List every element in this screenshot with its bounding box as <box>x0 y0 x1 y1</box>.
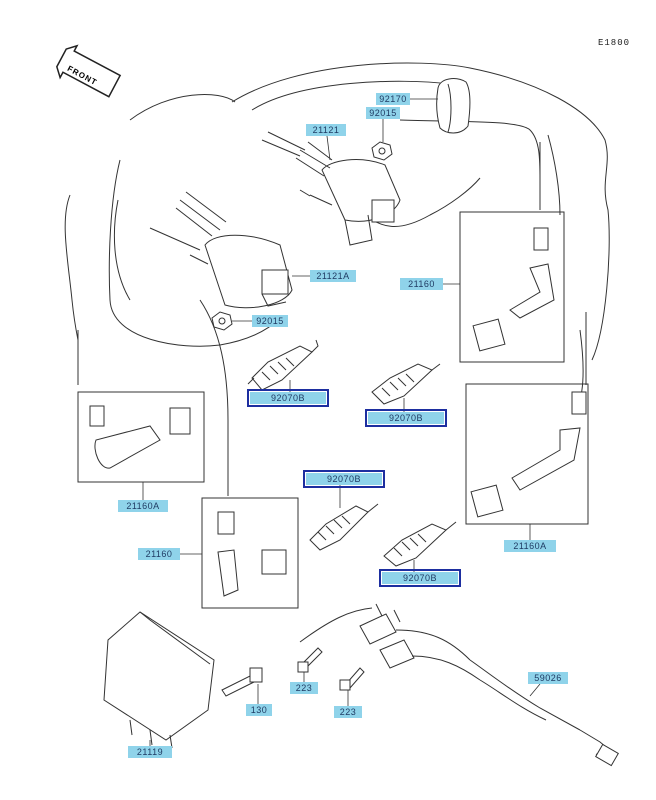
part-label-21160-right[interactable]: 21160 <box>400 278 443 290</box>
part-label-92070b-lower[interactable]: 92070B <box>379 569 461 587</box>
bolt-130 <box>221 667 263 697</box>
pickup-coil-harness <box>299 603 619 767</box>
part-label-21160a-right[interactable]: 21160A <box>504 540 556 552</box>
part-label-223-left[interactable]: 223 <box>290 682 318 694</box>
part-label-130[interactable]: 130 <box>246 704 272 716</box>
plug-cap-left <box>77 330 205 483</box>
plug-cap-right-lower <box>465 312 589 525</box>
part-label-21121[interactable]: 21121 <box>306 124 346 136</box>
bolt-223-right <box>339 667 365 691</box>
part-label-21121a[interactable]: 21121A <box>310 270 356 282</box>
outline-main <box>231 62 610 361</box>
ignition-coil-upper <box>261 131 401 246</box>
front-arrow <box>56 44 122 98</box>
wire-center <box>199 299 229 440</box>
spark-plug-lower <box>383 521 457 567</box>
part-label-92070b-left[interactable]: 92070B <box>247 389 329 407</box>
nut-top <box>371 141 393 161</box>
nut-middle <box>211 311 233 331</box>
clamp-92170 <box>436 78 471 134</box>
wire-left <box>64 194 79 341</box>
part-label-223-right[interactable]: 223 <box>334 706 362 718</box>
plug-cap-lower-center <box>201 440 299 609</box>
outline-coil-left <box>113 94 236 301</box>
part-label-21119[interactable]: 21119 <box>128 746 172 758</box>
diagram-code: E1800 <box>598 38 631 48</box>
spark-plug-center <box>371 363 441 405</box>
ignition-coil-lower <box>149 191 293 309</box>
outline-left <box>108 159 281 347</box>
part-label-21160-lower[interactable]: 21160 <box>138 548 180 560</box>
part-label-92015-mid[interactable]: 92015 <box>252 315 288 327</box>
spark-plug-mid <box>309 503 379 551</box>
igniter-unit <box>103 611 215 749</box>
part-label-92070b-center[interactable]: 92070B <box>365 409 447 427</box>
wire-right <box>547 134 584 401</box>
bolt-223-left <box>297 647 323 673</box>
part-label-92170[interactable]: 92170 <box>376 93 410 105</box>
part-label-92070b-mid[interactable]: 92070B <box>303 470 385 488</box>
part-label-92015-top[interactable]: 92015 <box>366 107 400 119</box>
part-label-21160a-left[interactable]: 21160A <box>118 500 168 512</box>
plug-cap-right-upper <box>459 142 565 363</box>
part-label-59026[interactable]: 59026 <box>528 672 568 684</box>
spark-plug-left <box>247 339 319 391</box>
